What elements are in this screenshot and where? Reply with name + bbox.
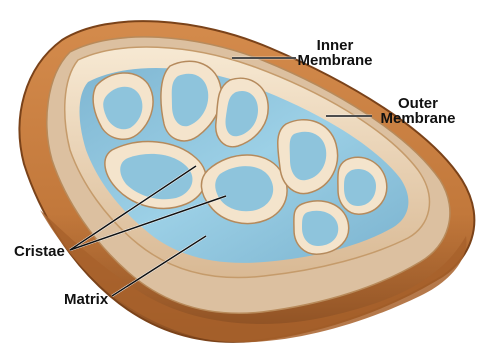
label-inner-membrane-line-2: Membrane	[292, 53, 378, 68]
label-inner-membrane: Inner Membrane	[292, 38, 378, 68]
label-outer-membrane: Outer Membrane	[370, 96, 466, 126]
label-inner-membrane-line-1: Inner	[292, 38, 378, 53]
label-cristae: Cristae	[14, 244, 65, 259]
label-matrix: Matrix	[64, 292, 108, 307]
label-outer-membrane-line-1: Outer	[370, 96, 466, 111]
label-outer-membrane-line-2: Membrane	[370, 111, 466, 126]
